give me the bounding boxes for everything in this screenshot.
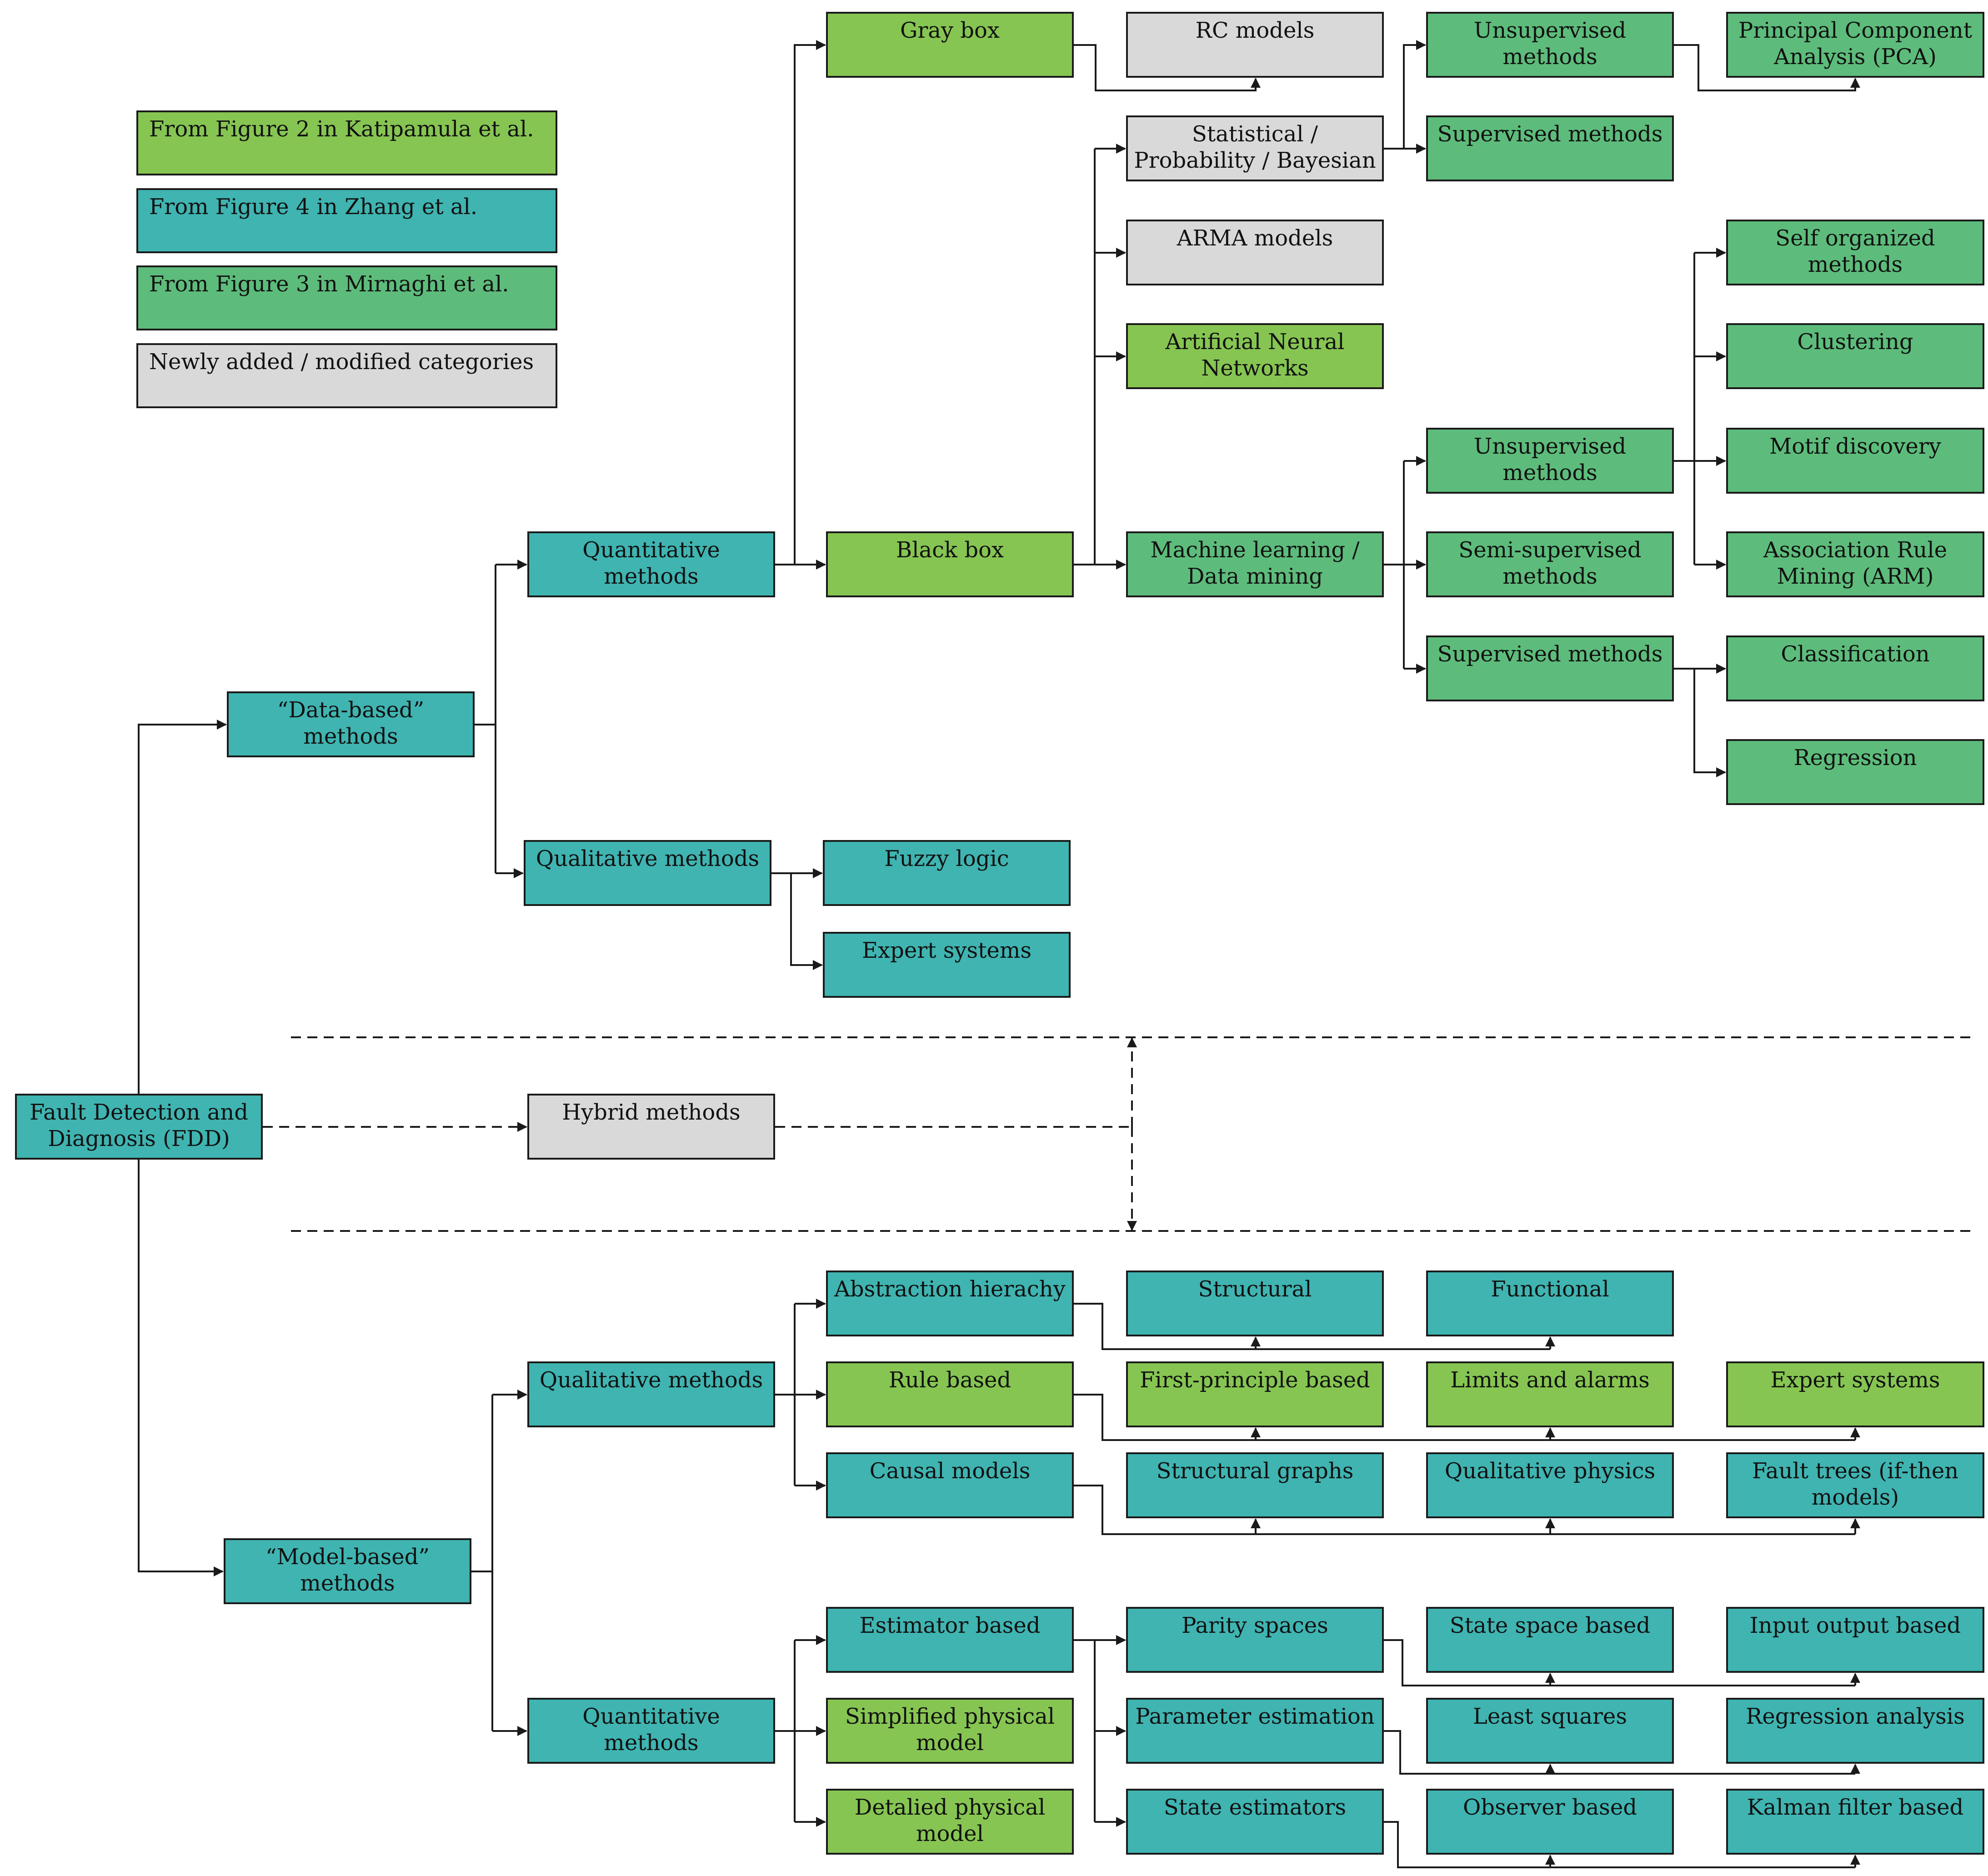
node-abstraction-hierarchy: Abstraction hierachy	[826, 1271, 1074, 1336]
node-fault-trees: Fault trees (if-then models)	[1726, 1452, 1984, 1518]
node-arm: Association Rule Mining (ARM)	[1726, 531, 1984, 597]
node-ann: Artificial Neural Networks	[1126, 323, 1384, 389]
node-expert-systems-model: Expert systems	[1726, 1361, 1984, 1427]
node-gray-box: Gray box	[826, 12, 1074, 78]
legend-mirnaghi: From Figure 3 in Mirnaghi et al.	[136, 265, 557, 330]
node-regression-analysis: Regression analysis	[1726, 1698, 1984, 1764]
node-hybrid: Hybrid methods	[527, 1094, 775, 1160]
node-pca: Principal Component Analysis (PCA)	[1726, 12, 1984, 78]
node-qualitative-physics: Qualitative physics	[1426, 1452, 1674, 1518]
node-parameter-estimation: Parameter estimation	[1126, 1698, 1384, 1764]
node-self-organized: Self organized methods	[1726, 220, 1984, 285]
node-causal-models: Causal models	[826, 1452, 1074, 1518]
node-kalman-filter: Kalman filter based	[1726, 1789, 1984, 1855]
node-fuzzy-logic: Fuzzy logic	[823, 840, 1071, 906]
node-black-box: Black box	[826, 531, 1074, 597]
node-model-based: “Model-based” methods	[224, 1538, 471, 1604]
node-unsupervised-ml: Unsupervised methods	[1426, 428, 1674, 494]
node-estimator-based: Estimator based	[826, 1607, 1074, 1673]
node-regression: Regression	[1726, 739, 1984, 805]
node-data-qualitative: Qualitative methods	[524, 840, 771, 906]
node-unsupervised-stat: Unsupervised methods	[1426, 12, 1674, 78]
node-observer-based: Observer based	[1426, 1789, 1674, 1855]
node-parity-spaces: Parity spaces	[1126, 1607, 1384, 1673]
node-clustering: Clustering	[1726, 323, 1984, 389]
node-supervised-ml: Supervised methods	[1426, 635, 1674, 701]
node-state-space: State space based	[1426, 1607, 1674, 1673]
legend-katipamula: From Figure 2 in Katipamula et al.	[136, 110, 557, 175]
node-detailed-physical: Detalied physical model	[826, 1789, 1074, 1855]
node-structural-graphs: Structural graphs	[1126, 1452, 1384, 1518]
node-state-estimators: State estimators	[1126, 1789, 1384, 1855]
node-supervised-stat: Supervised methods	[1426, 115, 1674, 181]
node-data-based: “Data-based” methods	[227, 691, 475, 757]
node-input-output: Input output based	[1726, 1607, 1984, 1673]
node-semi-supervised: Semi-supervised methods	[1426, 531, 1674, 597]
node-simplified-physical: Simplified physical model	[826, 1698, 1074, 1764]
legend-zhang: From Figure 4 in Zhang et al.	[136, 188, 557, 253]
node-model-quantitative: Quantitative methods	[527, 1698, 775, 1764]
legend-new-categories: Newly added / modified categories	[136, 343, 557, 408]
node-data-quantitative: Quantitative methods	[527, 531, 775, 597]
node-functional: Functional	[1426, 1271, 1674, 1336]
node-arma: ARMA models	[1126, 220, 1384, 285]
node-fdd: Fault Detection and Diagnosis (FDD)	[15, 1094, 263, 1160]
node-machine-learning: Machine learning / Data mining	[1126, 531, 1384, 597]
node-classification: Classification	[1726, 635, 1984, 701]
node-limits-alarms: Limits and alarms	[1426, 1361, 1674, 1427]
node-rc-models: RC models	[1126, 12, 1384, 78]
node-statistical: Statistical / Probability / Bayesian	[1126, 115, 1384, 181]
node-model-qualitative: Qualitative methods	[527, 1361, 775, 1427]
node-first-principle: First-principle based	[1126, 1361, 1384, 1427]
node-least-squares: Least squares	[1426, 1698, 1674, 1764]
node-motif-discovery: Motif discovery	[1726, 428, 1984, 494]
node-rule-based: Rule based	[826, 1361, 1074, 1427]
node-structural: Structural	[1126, 1271, 1384, 1336]
node-expert-systems-data: Expert systems	[823, 932, 1071, 998]
